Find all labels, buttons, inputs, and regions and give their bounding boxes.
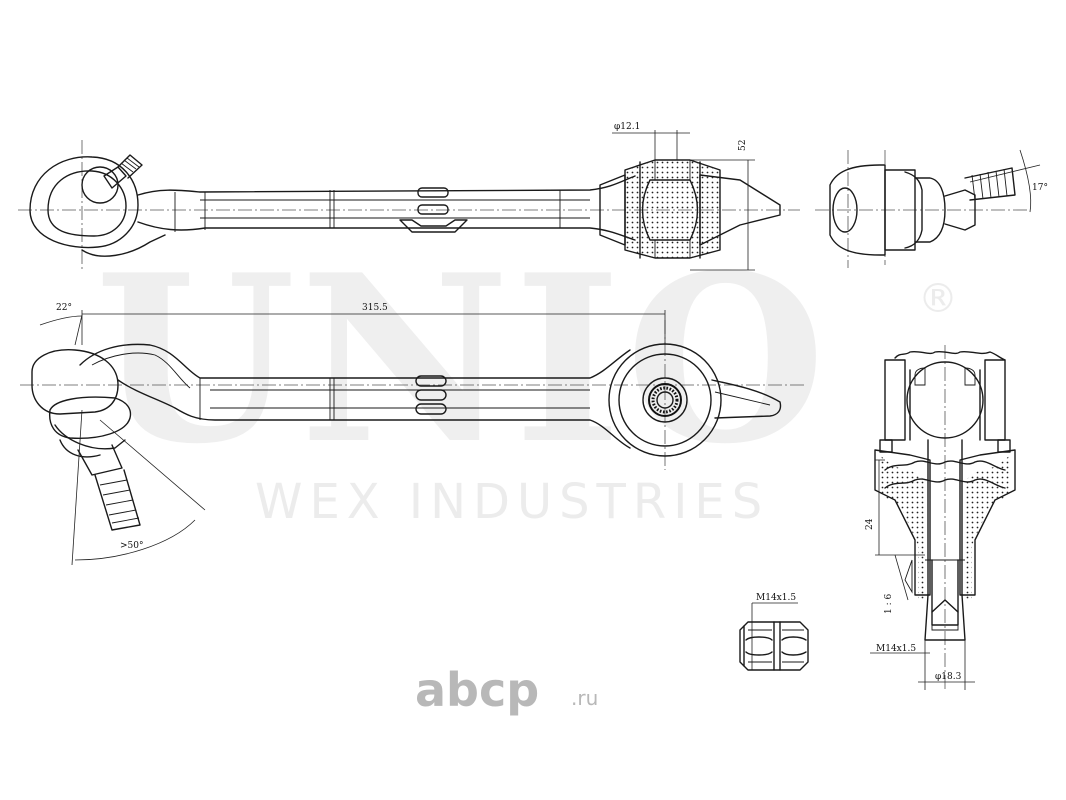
plan-view-arm: 315.5 22° >50° — [20, 303, 805, 566]
top-view-arm: φ12.1 52 — [18, 122, 800, 271]
stud-end-view: 17° — [815, 149, 1048, 268]
dim-nut-thread: M14x1.5 — [756, 593, 796, 603]
dim-stud-diameter: φ18.3 — [935, 672, 962, 682]
nut-view: M14x1.5 — [739, 593, 809, 671]
dim-stud-thread: M14x1.5 — [876, 644, 916, 654]
site-logo: abcp .ru — [415, 663, 598, 717]
dim-taper: 1 : 6 — [884, 594, 894, 614]
dim-joint-height: 24 — [865, 518, 875, 530]
site-logo-name: abcp — [415, 663, 539, 717]
dim-pin-tilt-angle: 22° — [56, 303, 72, 313]
dim-bushing-height: 52 — [738, 140, 748, 151]
watermark-brand: UNIO — [95, 225, 830, 495]
dim-ball-swing-angle: >50° — [120, 541, 144, 551]
ball-joint-section: 24 1 : 6 M14x1.5 φ18.3 — [865, 345, 1016, 690]
dim-ball-pin-angle: 17° — [1032, 183, 1048, 193]
watermark-registered-mark: ® — [918, 276, 958, 322]
watermark-tagline: WEX INDUSTRIES — [255, 474, 769, 530]
dim-bushing-diameter: φ12.1 — [614, 122, 640, 132]
dim-arm-length: 315.5 — [362, 303, 388, 313]
site-logo-tld: .ru — [571, 686, 598, 710]
